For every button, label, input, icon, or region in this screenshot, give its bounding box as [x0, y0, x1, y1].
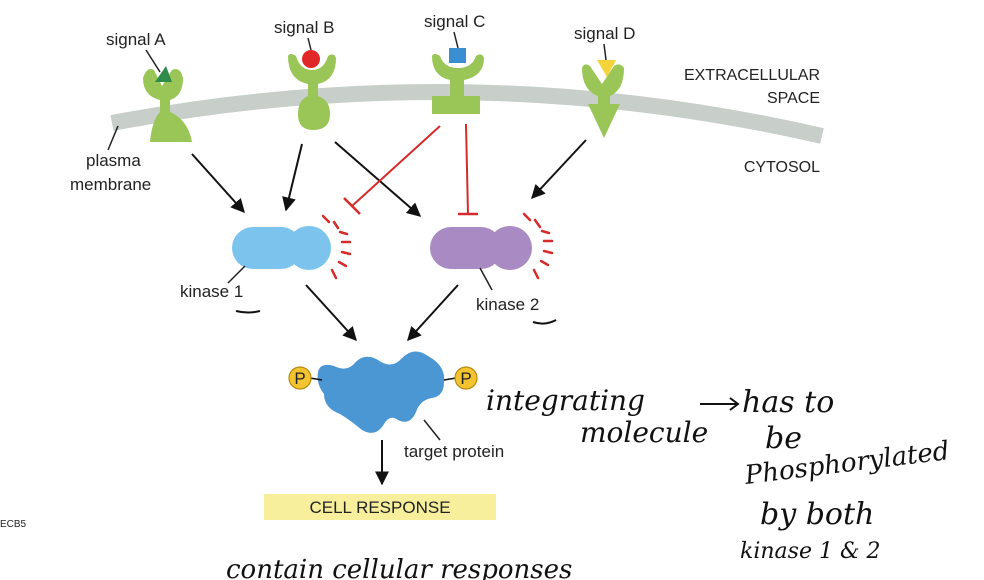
plasma-membrane: [110, 83, 824, 144]
annotation-by-both: by both: [760, 497, 874, 532]
inhibit-c-to-kinase1: [343, 125, 441, 215]
annotation-be: be: [765, 421, 802, 456]
cell-response-box: [264, 494, 496, 520]
receptor-a: [143, 66, 192, 142]
annotation-bottom: contain cellular responses: [226, 555, 572, 580]
cytosol-label: CYTOSOL: [744, 159, 820, 176]
annotation-arrow: [700, 397, 740, 411]
signal-a-label: signal A: [106, 30, 166, 49]
arrow-a-to-kinase1: [191, 153, 245, 214]
signal-b-label: signal B: [274, 18, 334, 37]
arrow-d-to-kinase2: [531, 139, 587, 200]
membrane-label-2: membrane: [70, 175, 151, 194]
arrow-b-to-kinase1: [282, 143, 303, 212]
corner-label: ECB5: [0, 519, 27, 530]
kinase-1: [232, 214, 352, 280]
signal-a-ligand: [155, 66, 172, 82]
inhibit-c-to-kinase2: [458, 123, 478, 216]
target-protein: P P: [288, 351, 478, 433]
annotation-molecule: molecule: [580, 416, 708, 449]
kinase-2-label: kinase 2: [476, 295, 539, 314]
annotation-kinase-1-2: kinase 1 & 2: [740, 539, 881, 564]
kinase-1-label: kinase 1: [180, 282, 243, 301]
signal-c-ligand: [449, 48, 466, 63]
cell-response-label: CELL RESPONSE: [309, 498, 450, 517]
signal-d-label: signal D: [574, 24, 635, 43]
phosphate-left: [288, 366, 312, 390]
extracellular-label-1: EXTRACELLULAR: [684, 67, 820, 84]
receptor-b: [288, 50, 336, 130]
target-protein-label: target protein: [404, 442, 504, 461]
arrow-b-to-kinase2: [334, 141, 422, 217]
kinase-2: [430, 212, 554, 280]
signal-c-label: signal C: [424, 12, 485, 31]
receptor-c: [432, 48, 484, 114]
signal-b-ligand: [302, 50, 320, 68]
kinase-1-activity-burst: [321, 214, 352, 280]
extracellular-label-2: SPACE: [767, 90, 820, 107]
receptor-d: [582, 60, 624, 138]
phosphate-right-label: P: [460, 369, 471, 388]
annotation-has-to: has to: [742, 385, 834, 420]
kinase-2-activity-burst: [522, 212, 554, 280]
phosphate-right: [454, 366, 478, 390]
annotation-integrating: integrating: [486, 384, 645, 417]
phosphate-left-label: P: [294, 369, 305, 388]
membrane-label-1: plasma: [86, 151, 141, 170]
arrow-kinase1-to-target: [305, 284, 357, 342]
signal-d-ligand: [597, 60, 616, 77]
arrow-kinase2-to-target: [407, 284, 459, 342]
